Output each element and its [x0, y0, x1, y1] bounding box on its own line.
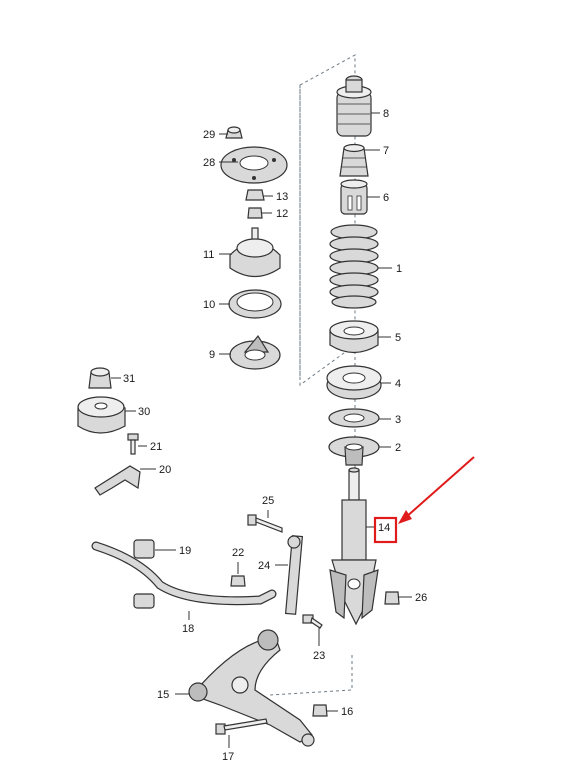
part-8-bump-stop-cover	[336, 75, 372, 137]
part-20-bracket	[94, 465, 141, 496]
callout-18: 18	[182, 623, 194, 635]
callout-28: 28	[203, 157, 215, 169]
part-30-rubber-mount	[77, 396, 126, 434]
callout-29: 29	[203, 129, 215, 141]
callout-4: 4	[395, 378, 401, 390]
callout-10: 10	[203, 299, 215, 311]
callout-15: 15	[157, 689, 169, 701]
highlight-arrow-shaft	[404, 456, 475, 519]
callout-16: 16	[341, 706, 353, 718]
part-12-nut	[247, 207, 263, 219]
callout-23: 23	[313, 650, 325, 662]
callout-2: 2	[395, 442, 401, 454]
callout-21: 21	[150, 441, 162, 453]
callout-25: 25	[262, 495, 274, 507]
part-10-bearing-ring	[228, 289, 282, 319]
part-9-spring-pad	[229, 334, 281, 370]
part-15-control-arm	[188, 629, 315, 747]
callout-5: 5	[395, 332, 401, 344]
callout-12: 12	[276, 208, 288, 220]
part-24-coupling-rod	[284, 535, 304, 615]
part-4-spring-pad	[326, 365, 382, 400]
part-23-bolt	[302, 614, 323, 629]
part-14-highlight-box	[373, 516, 398, 544]
callout-24: 24	[258, 560, 270, 572]
part-17-bolt	[215, 718, 268, 735]
callout-8: 8	[383, 108, 389, 120]
callout-19: 19	[179, 545, 191, 557]
callout-11: 11	[203, 249, 214, 261]
callout-1: 1	[396, 263, 402, 275]
part-22-nut	[230, 575, 246, 587]
highlight-marker	[373, 456, 475, 544]
callout-30: 30	[138, 406, 150, 418]
callout-14: 14	[378, 522, 390, 534]
leader-lines	[111, 112, 412, 748]
callout-3: 3	[395, 414, 401, 426]
callout-7: 7	[383, 145, 389, 157]
callout-13: 13	[276, 191, 288, 203]
callout-20: 20	[159, 464, 171, 476]
highlight-arrow-head	[398, 510, 412, 524]
part-11-strut-mount	[229, 227, 281, 278]
callout-labels: 8 7 6 1 5 4 3 2 14 26 29 28 13 12 11 10 …	[123, 108, 427, 763]
part-21-bolt	[127, 433, 139, 455]
part-18-stabilizer-bar	[91, 541, 277, 606]
part-16-nut	[312, 704, 328, 717]
part-31-cap	[88, 367, 112, 389]
callout-9: 9	[209, 349, 215, 361]
part-1-coil-spring	[329, 224, 379, 309]
part-5-upper-spring-seat	[329, 320, 379, 354]
callout-22: 22	[232, 547, 244, 559]
part-29-nut	[225, 126, 243, 139]
part-2-lower-spring-seat	[328, 436, 380, 466]
part-28-mount-plate	[220, 146, 288, 184]
callout-31: 31	[123, 373, 135, 385]
callout-6: 6	[383, 192, 389, 204]
part-6-protective-sleeve	[340, 179, 368, 215]
part-3-washer	[328, 408, 380, 428]
part-26-nut	[384, 591, 400, 605]
part-7-bump-stop	[339, 143, 369, 177]
part-19-bushing-clamp	[133, 539, 155, 609]
callout-17: 17	[222, 751, 234, 763]
part-13-cap	[245, 189, 265, 201]
part-25-bolt	[247, 514, 283, 533]
part-14-shock-absorber	[329, 467, 379, 626]
callout-26: 26	[415, 592, 427, 604]
